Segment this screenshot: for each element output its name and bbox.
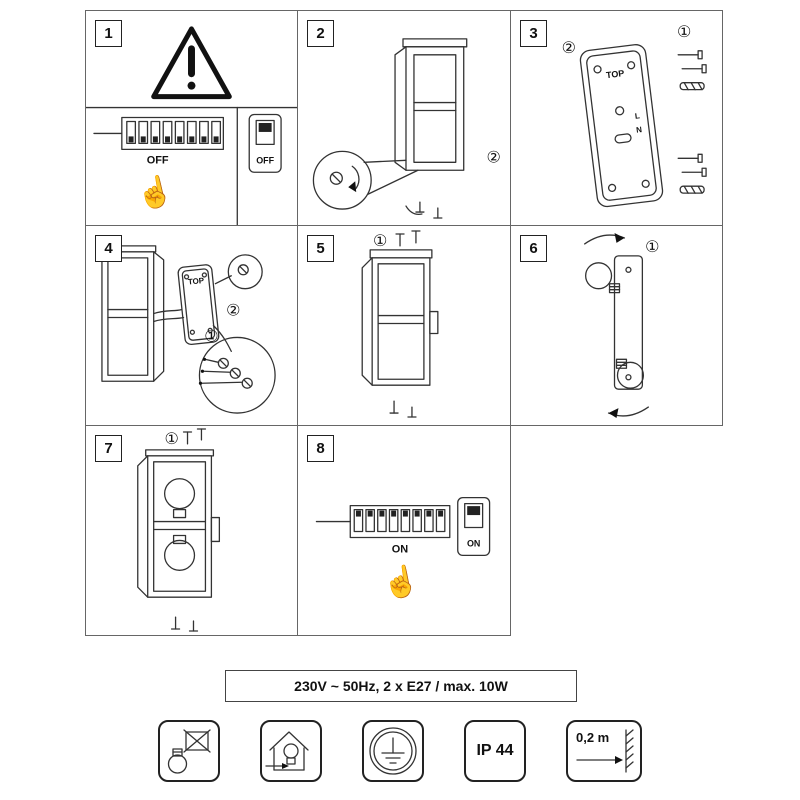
panel-step-2: 2 — [298, 11, 511, 226]
panel-step-8: 8 ON ☝ — [298, 426, 511, 636]
step2-illustration: ② — [312, 38, 501, 219]
bottom-bulb-icon — [615, 358, 645, 389]
step-number-1: 1 — [95, 20, 122, 47]
screw-detail-magnifier — [227, 254, 263, 290]
l-terminal-label: L — [634, 111, 640, 121]
callout-number-1: ① — [164, 431, 178, 448]
do-not-cover-glyph — [167, 729, 211, 774]
rotation-arrow-top — [584, 232, 626, 245]
wall-screws-and-anchors — [677, 50, 707, 194]
terminal-block-magnifier — [198, 336, 276, 414]
dip-switch-bank-off — [93, 116, 224, 150]
pointing-hand-icon: ☝ — [379, 561, 422, 603]
min-distance-icon: 0,2 m — [566, 720, 642, 782]
dip-switch-bank-on — [315, 504, 451, 539]
spec-text: 230V ~ 50Hz, 2 x E27 / max. 10W — [294, 678, 508, 694]
callout-number-1: ① — [645, 239, 659, 256]
mounting-plate-drawing: TOP — [177, 264, 220, 346]
panel-step-4: 4 TOP — [86, 226, 298, 426]
mounting-strip-drawing — [613, 255, 644, 390]
panel-step-7: 7 ① — [86, 426, 298, 636]
step-number-4: 4 — [95, 235, 122, 262]
steps-grid: 1 — [85, 10, 723, 636]
empty-cell — [511, 426, 723, 636]
screw-detail-magnifier — [312, 150, 419, 210]
step-number-8: 8 — [307, 435, 334, 462]
callout-number-2: ② — [226, 303, 240, 320]
rotation-arrow-bottom — [607, 406, 649, 419]
dip-off-label: OFF — [147, 154, 169, 166]
distance-text: 0,2 m — [576, 730, 609, 745]
ip44-text: IP 44 — [476, 742, 514, 759]
spec-box: 230V ~ 50Hz, 2 x E27 / max. 10W — [225, 670, 577, 702]
step4-illustration: TOP — [99, 245, 276, 414]
step-number-6: 6 — [520, 235, 547, 262]
rocker-off-label: OFF — [256, 155, 274, 165]
warning-triangle-icon — [151, 26, 232, 100]
indoor-bulb-icon — [260, 720, 322, 782]
lamp-fixture-with-bulbs — [137, 449, 221, 598]
step1-illustration: OFF ☝ OFF — [86, 26, 297, 225]
step6-illustration: ① — [584, 232, 659, 419]
panel-step-5: 5 ① — [298, 226, 511, 426]
top-label: TOP — [187, 276, 205, 287]
step5-illustration: ① — [361, 230, 439, 418]
rocker-on-label: ON — [467, 538, 480, 548]
lamp-fixture-drawing — [99, 245, 165, 382]
step8-illustration: ON ☝ ON — [315, 497, 491, 603]
step-number-2: 2 — [307, 20, 334, 47]
callout-number-1: ① — [677, 24, 691, 41]
ip44-rating: IP 44 — [464, 720, 526, 782]
callout-number-2: ② — [486, 149, 500, 166]
panel-step-1: 1 — [86, 11, 298, 226]
step-number-7: 7 — [95, 435, 122, 462]
step-number-3: 3 — [520, 20, 547, 47]
top-bulb-icon — [585, 262, 621, 294]
pointing-hand-icon: ☝ — [133, 171, 177, 214]
panel-step-3: 3 TOP L N — [511, 11, 723, 226]
bottom-screws — [405, 201, 443, 219]
top-label: TOP — [606, 68, 625, 80]
footer-icons: IP 44 0,2 m — [0, 720, 800, 782]
callout-number-1: ① — [373, 233, 387, 250]
distance-glyph: 0,2 m — [576, 729, 634, 773]
callout-number-2: ② — [562, 40, 576, 57]
protection-class-ground-icon — [362, 720, 424, 782]
lamp-fixture-drawing — [361, 249, 439, 386]
step7-illustration: ① — [137, 428, 221, 632]
bottom-screws — [389, 400, 417, 418]
rocker-switch-off — [248, 113, 282, 173]
bottom-screws — [170, 616, 199, 632]
callout-number-1: ① — [204, 328, 218, 345]
step-number-5: 5 — [307, 235, 334, 262]
lamp-fixture-drawing — [394, 38, 468, 171]
top-screws — [182, 428, 207, 445]
mounting-plate-drawing: TOP L N — [579, 44, 664, 208]
dip-on-label: ON — [392, 543, 409, 555]
do-not-cover-icon — [158, 720, 220, 782]
house-bulb-glyph — [265, 731, 309, 771]
step3-illustration: TOP L N ① ② — [562, 24, 707, 208]
top-screws — [395, 230, 421, 247]
rocker-switch-on — [457, 497, 491, 557]
n-terminal-label: N — [636, 125, 643, 135]
earth-symbol-glyph — [369, 727, 417, 775]
panel-step-6: 6 — [511, 226, 723, 426]
